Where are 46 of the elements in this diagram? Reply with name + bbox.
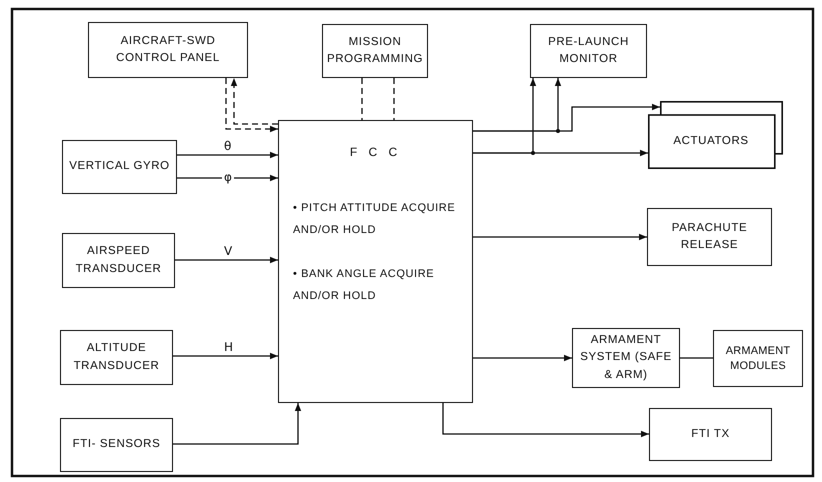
box-label: AIRSPEED TRANSDUCER <box>74 244 162 276</box>
arrow <box>175 256 278 264</box>
arrow <box>473 354 572 362</box>
box-label: MISSION PROGRAMMING <box>326 34 424 67</box>
process-box <box>62 140 177 194</box>
box-label: VERTICAL GYRO <box>69 159 170 174</box>
box-label: ARMAMENT MODULES <box>724 344 792 374</box>
box-title: F C C <box>348 144 402 161</box>
bullet-text: • BANK ANGLE ACQUIRE AND/OR HOLD <box>293 267 436 304</box>
arrow <box>173 352 278 360</box>
process-box <box>62 233 175 288</box>
arrow <box>473 234 647 240</box>
computer-box <box>278 120 473 403</box>
box-label: ARMAMENT SYSTEM (SAFE & ARM) <box>579 333 673 383</box>
arrow <box>177 152 278 158</box>
arrow <box>442 403 649 438</box>
process-box <box>713 330 803 387</box>
box-label: FTI TX <box>691 426 730 442</box>
connector-line <box>361 78 363 120</box>
box-label: ALTITUDE TRANSDUCER <box>72 341 160 374</box>
process-box <box>322 24 428 78</box>
box-label: FTI- SENSORS <box>72 437 160 452</box>
box-label: AIRCRAFT-SWD CONTROL PANEL <box>115 34 221 66</box>
bullet-text: • PITCH ATTITUDE ACQUIRE AND/OR HOLD <box>293 201 456 238</box>
arrow <box>173 403 302 445</box>
edge-label: θ <box>222 140 234 152</box>
process-box <box>60 330 173 385</box>
box-label: PRE-LAUNCH MONITOR <box>547 34 630 67</box>
process-box <box>88 22 248 78</box>
box-label: ACTUATORS <box>673 134 749 150</box>
connector-line <box>393 78 395 120</box>
process-box <box>647 208 772 266</box>
box-label: PARACHUTE RELEASE <box>670 220 748 253</box>
process-box <box>649 408 772 461</box>
edge-label: V <box>222 245 234 257</box>
edge-label: φ <box>222 171 234 183</box>
connector-line <box>680 357 713 359</box>
arrow <box>225 78 278 132</box>
arrow <box>177 174 278 182</box>
stacked-process-box <box>648 101 783 169</box>
arrow <box>230 78 278 125</box>
arrow <box>473 150 648 156</box>
process-box <box>60 418 173 472</box>
process-box <box>572 328 680 388</box>
process-box <box>530 24 647 78</box>
arrow <box>473 104 660 132</box>
